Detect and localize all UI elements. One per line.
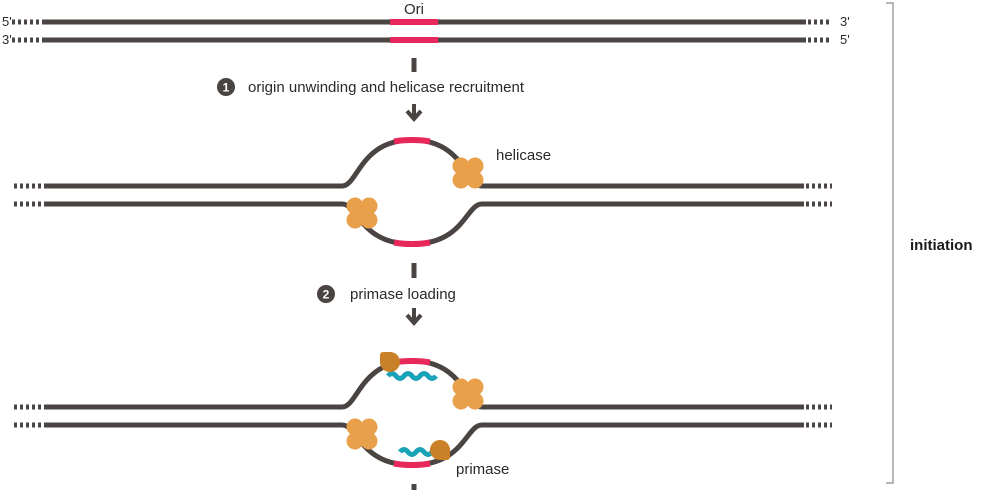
three-prime-left: 3' [2, 32, 12, 47]
top-parental-strand [44, 137, 804, 189]
helicase-left [346, 197, 378, 229]
five-prime-left: 5' [2, 14, 12, 29]
helicase-left [346, 418, 378, 450]
step-label-2: primase loading [350, 286, 456, 303]
right-dashes [808, 19, 832, 43]
step-number-1: 1 [223, 81, 230, 95]
origin-top-arc [393, 136, 431, 145]
left-dashes [12, 19, 40, 43]
step-2: 2 primase loading [317, 263, 456, 327]
stage-label: initiation [910, 237, 973, 254]
primase-bottom [430, 440, 450, 460]
step-number-2: 2 [323, 288, 330, 302]
bottom-parental-strand [44, 201, 804, 247]
rna-primer-top [386, 371, 438, 381]
replication-bubble-2: primase [14, 352, 832, 490]
step-label-1: origin unwinding and helicase recruitmen… [248, 79, 525, 96]
primase-label: primase [456, 461, 509, 478]
three-prime-right: 3' [840, 14, 850, 29]
arrow-down-icon [405, 104, 423, 123]
top-duplex: Ori 5' 3' 3' 5' [2, 1, 850, 47]
origin-bottom-arc [393, 239, 431, 248]
helicase-label: helicase [496, 147, 551, 164]
helicase-right [452, 378, 484, 410]
stage-bracket: initiation [886, 2, 973, 484]
arrow-down-icon [405, 308, 423, 327]
ori-label: Ori [404, 1, 424, 18]
step-badge-2 [317, 285, 335, 303]
step-1: 1 origin unwinding and helicase recruitm… [217, 58, 525, 123]
helicase-right [452, 157, 484, 189]
five-prime-right: 5' [840, 32, 850, 47]
step-badge-1 [217, 78, 235, 96]
primase-top [380, 352, 400, 372]
replication-bubble-1: helicase [14, 136, 832, 248]
